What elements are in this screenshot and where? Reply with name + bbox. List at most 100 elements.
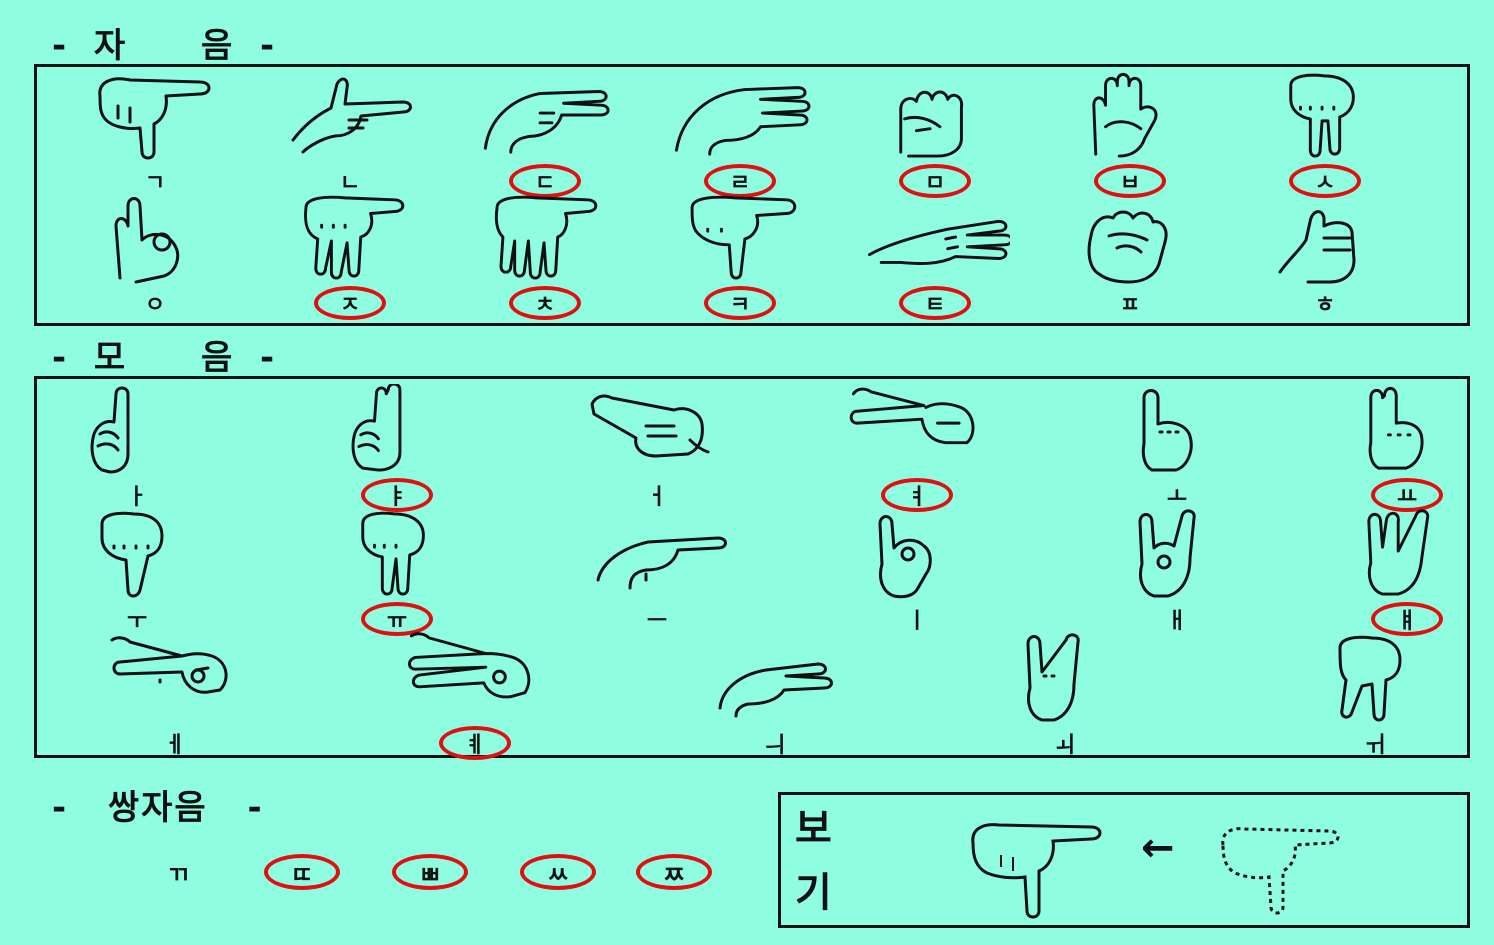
consonants-label: ㅁ [899,164,971,198]
vowels-sign-4: ㅕ [842,384,992,512]
double-consonant-2: ㄸ [264,854,340,890]
hand-flat-up-icon [1092,72,1158,158]
vowels-label: ㅢ [764,733,786,758]
example-arrow: ← [1141,825,1175,871]
consonants-box [34,64,1470,326]
vowels-label: ㅏ [126,485,148,510]
vowels-box [34,376,1470,758]
consonants-sign-13: ㅍ [1055,192,1205,320]
hand-two-fingers-down-icon [1289,73,1355,158]
hand-two-down-icon [361,511,425,596]
consonants-label: ㄱ [144,171,166,196]
hand-two-fingers-side-left-icon [849,387,975,445]
consonants-sign-10: ㅊ [470,192,620,320]
consonants-label: ㅋ [704,286,776,320]
consonants-sign-11: ㅋ [665,192,815,320]
example-heading: 보 기 [795,806,832,916]
vowels-sign-3: ㅓ [582,384,732,512]
vowels-label: ㅠ [361,602,433,636]
vowels-label: ㅜ [126,609,148,634]
consonants-title: - 자 음 - [51,26,277,66]
vowels-sign-16: ㅚ [990,632,1140,760]
vowels-sign-8: ㅠ [322,508,472,636]
vowels-sign-14: ㅖ [400,632,550,760]
vowels-sign-7: ㅜ [62,508,212,636]
hand-three-fingers-side-icon [674,86,811,156]
hand-index-side-icon [590,394,710,458]
vowels-sign-17: ㅟ [1300,632,1450,760]
vowels-label: ㅐ [1166,609,1188,634]
hand-point-down-outline-icon [1221,827,1340,915]
consonants-sign-2: ㄴ [275,70,425,198]
vowels-label: ㅑ [361,478,433,512]
vowels-title: - 모 음 - [51,338,277,378]
hand-two-fingers-side-icon [483,90,610,154]
vowels-sign-5: ㅗ [1102,384,1252,512]
consonants-sign-1: ㄱ [80,70,230,198]
vowels-sign-15: ㅢ [700,632,850,760]
vowels-label: ㅗ [1166,485,1188,510]
hand-three-fingers-down-icon [304,195,405,280]
hand-index-side-thumb-icon [718,662,833,718]
consonants-label: ㅍ [1119,293,1141,318]
consonants-label: ㅈ [314,286,386,320]
consonants-sign-4: ㄹ [665,70,815,198]
consonants-sign-3: ㄷ [470,70,620,198]
hand-l-shape-icon [291,77,412,154]
vowels-label: ㅟ [1364,733,1386,758]
hand-point-down-icon [971,823,1102,919]
consonants-sign-6: ㅂ [1055,70,1205,198]
vowels-label: ㅖ [439,726,511,760]
consonants-sign-14: ㅎ [1250,192,1400,320]
vowels-sign-9: ㅡ [582,508,732,636]
vowels-sign-12: ㅒ [1332,508,1482,636]
double-consonant-1: ㄲ [166,860,190,889]
vowels-sign-10: ㅣ [842,508,992,636]
consonants-label: ㄷ [509,164,581,198]
consonants-sign-7: ㅅ [1250,70,1400,198]
consonants-label: ㅊ [509,286,581,320]
example-box: 보 기 ← [778,792,1470,928]
hand-index-up-icon [90,386,130,474]
hand-index-up-back-icon [1141,389,1193,472]
vowels-label: ㅔ [164,733,186,758]
consonants-sign-5: ㅁ [860,70,1010,198]
hand-index-pinky-down-icon [1338,635,1402,722]
consonants-label: ㄴ [339,171,361,196]
hand-index-pinky-side-icon [110,636,228,694]
hand-two-fingers-up-icon [351,384,402,472]
consonants-label: ㄹ [704,164,776,198]
hand-pinky-up-icon [878,515,932,599]
vowels-label: ㅕ [881,478,953,512]
vowels-sign-6: ㅛ [1332,384,1482,512]
double-consonant-3: ㅃ [392,854,468,890]
vowels-sign-13: ㅔ [100,632,250,760]
vowels-label: ㅒ [1371,602,1443,636]
hand-thumb-up-icon [1278,210,1356,284]
consonants-label: ㅇ [144,293,166,318]
consonants-sign-12: ㅌ [860,192,1010,320]
hand-four-fingers-down-icon [494,195,598,280]
hand-two-pinky-side-icon [408,632,531,699]
hand-point-down-icon [98,77,211,160]
hand-index-flat-icon [596,536,727,590]
double-consonant-5: ㅉ [636,854,712,890]
vowels-sign-2: ㅑ [322,384,472,512]
consonants-label: ㅂ [1094,164,1166,198]
hand-two-up-back-icon [1368,386,1424,470]
hand-three-fingers-flat-icon [867,219,1010,265]
hand-fist-icon [899,90,964,158]
consonants-label: ㅎ [1314,293,1336,318]
vowels-sign-1: ㅏ [62,384,212,512]
hand-fist-front-icon [1087,210,1168,284]
hand-index-down-thumb-side-icon [690,195,797,280]
vowels-label: ㅛ [1371,478,1443,512]
vowels-label: ㅡ [646,609,668,634]
vowels-label: ㅓ [646,485,668,510]
consonants-sign-8: ㅇ [80,192,230,320]
hand-two-pinky-up-icon [1367,509,1430,596]
double-consonants-title: - 쌍자음 - [51,788,264,828]
consonants-sign-9: ㅈ [275,192,425,320]
hand-index-down-icon [100,511,164,598]
vowels-label: ㅚ [1054,733,1076,758]
